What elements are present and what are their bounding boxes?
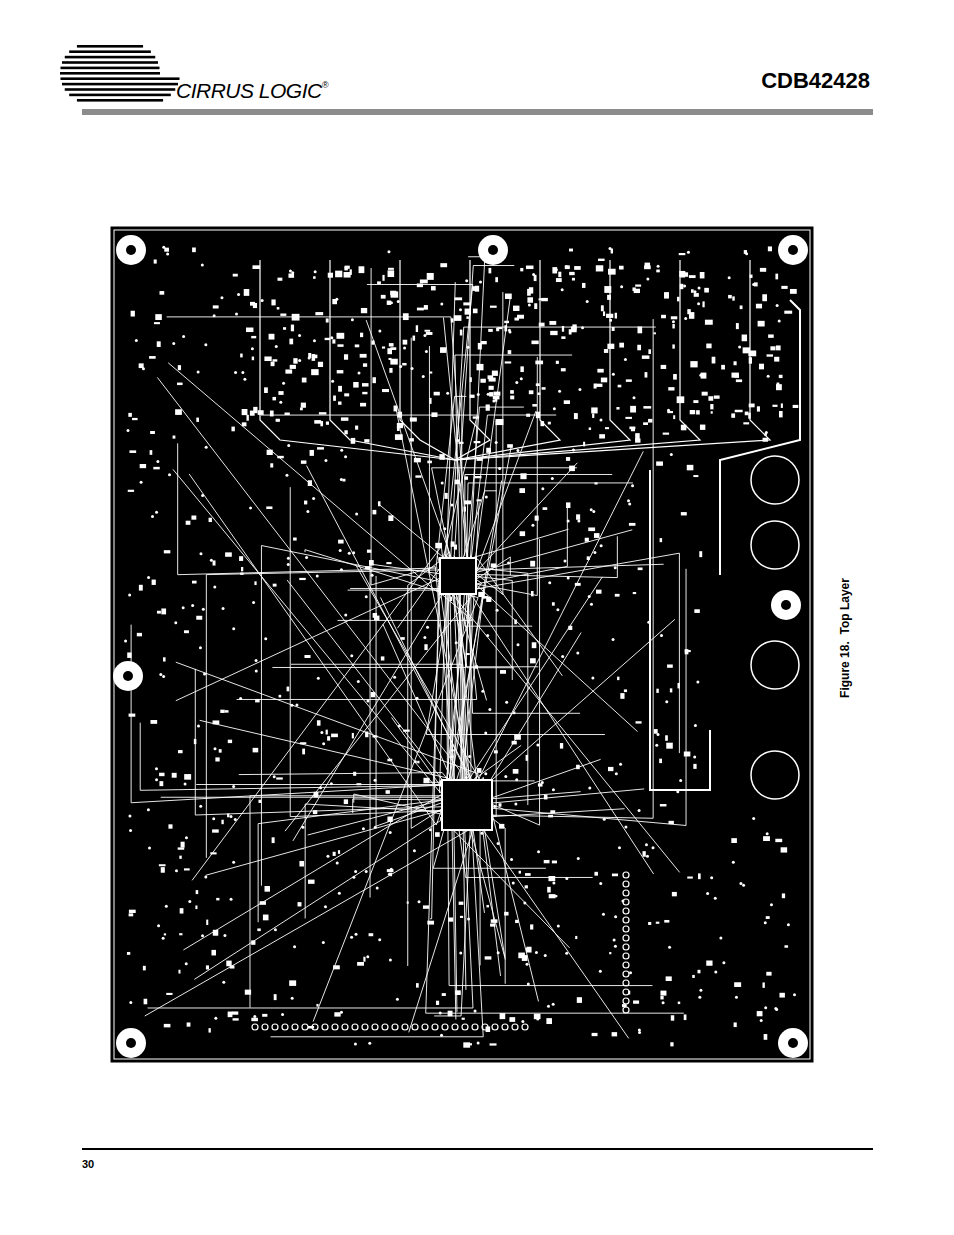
registered-mark: ® xyxy=(322,80,329,90)
logo-mark xyxy=(60,45,180,102)
logo-text: CIRRUS LOGIC xyxy=(176,79,322,103)
pcb-top-layer xyxy=(111,227,813,1062)
header-rule xyxy=(82,109,873,115)
figure-caption: Figure 18. Top Layer xyxy=(838,578,852,698)
document-title: CDB42428 xyxy=(761,68,870,94)
page-number: 30 xyxy=(82,1158,94,1170)
footer-rule xyxy=(82,1148,873,1150)
